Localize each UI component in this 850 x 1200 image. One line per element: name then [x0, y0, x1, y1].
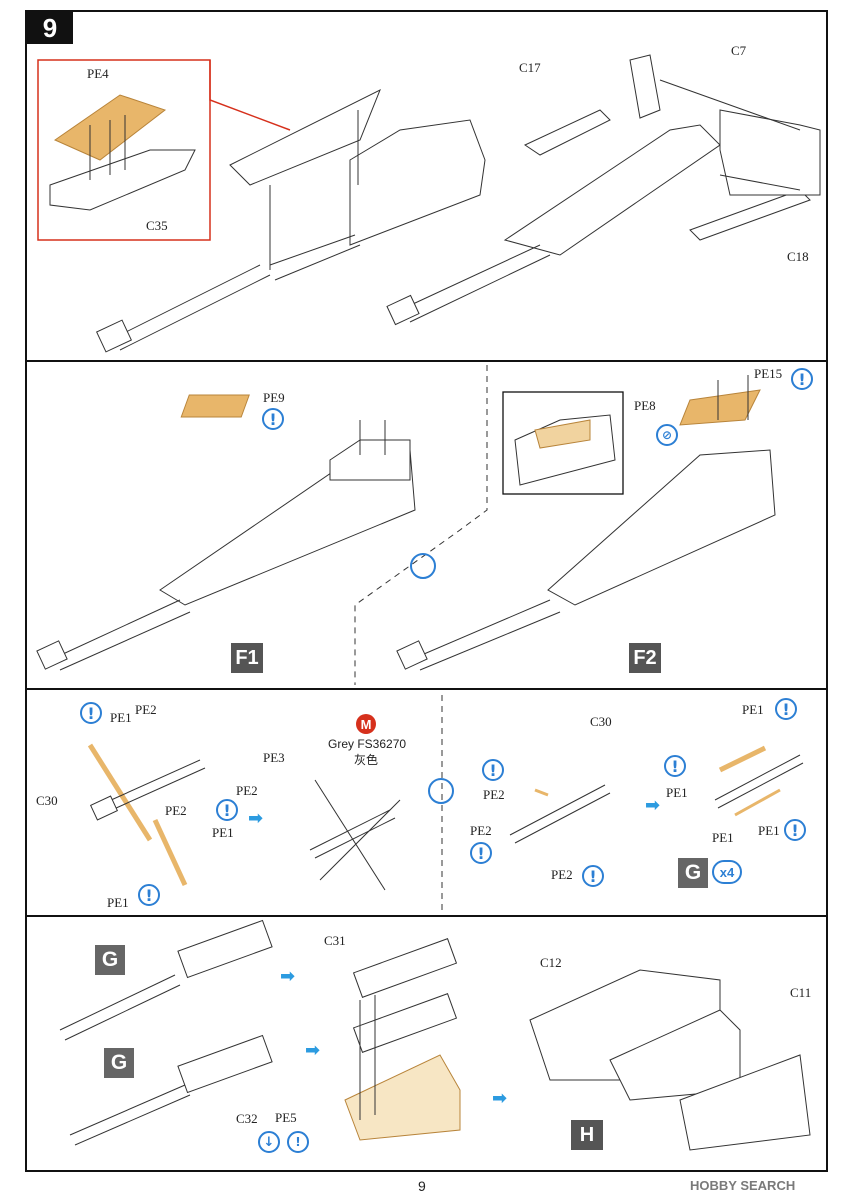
info-icon: ! [775, 698, 797, 720]
subassembly-badge-g: G [678, 858, 708, 888]
pe9-part [180, 394, 250, 418]
detail-box [502, 391, 624, 495]
paint-name: Grey FS36270 [328, 737, 407, 751]
label-pe8: PE8 [634, 398, 656, 413]
down-arrow-icon: ↓ [258, 1131, 280, 1153]
label-pe1: PE1 [110, 710, 132, 725]
label-pe1: PE1 [666, 785, 688, 800]
info-icon: ! [664, 755, 686, 777]
callout-box [37, 59, 211, 241]
label-c32: C32 [236, 1111, 258, 1126]
label-pe3: PE3 [263, 750, 285, 765]
label-pe1: PE1 [107, 895, 129, 910]
panel-divider-3 [25, 915, 828, 917]
label-pe2: PE2 [551, 867, 573, 882]
label-pe4: PE4 [87, 66, 109, 81]
info-icon: ! [216, 799, 238, 821]
label-c11: C11 [790, 985, 812, 1000]
info-icon: ! [470, 842, 492, 864]
bend-icon: ⊘ [656, 424, 678, 446]
info-icon: ! [791, 368, 813, 390]
paint-name-cn: 灰色 [354, 753, 379, 767]
label-c30: C30 [36, 793, 58, 808]
label-pe1: PE1 [742, 702, 764, 717]
next-arrow: ➡ [305, 1040, 321, 1061]
panel-divider-2 [25, 688, 828, 690]
variant-badge-f2: F2 [629, 643, 661, 673]
dashed-separator [354, 365, 488, 685]
variant-badge-f1: F1 [231, 643, 263, 673]
instruction-frame [25, 10, 828, 1172]
label-pe5: PE5 [275, 1110, 297, 1125]
page-number: 9 [418, 1178, 426, 1194]
next-arrow: ➡ [248, 808, 264, 829]
label-pe9: PE9 [263, 390, 285, 405]
fold-icon: ǃ [287, 1131, 309, 1153]
label-c30: C30 [590, 714, 612, 729]
label-pe2: PE2 [470, 823, 492, 838]
panel-divider-1 [25, 360, 828, 362]
pe8-part [679, 389, 761, 426]
info-icon: ! [80, 702, 102, 724]
subassembly-badge-g: G [95, 945, 125, 975]
label-pe1: PE1 [758, 823, 780, 838]
label-c17: C17 [519, 60, 541, 75]
label-pe1: PE1 [712, 830, 734, 845]
subassembly-badge-h: H [571, 1120, 603, 1150]
step-number: 9 [27, 12, 73, 44]
flip-icon [410, 553, 436, 579]
next-arrow: ➡ [280, 966, 296, 987]
label-pe15: PE15 [754, 366, 783, 381]
label-pe2: PE2 [165, 803, 187, 818]
label-c18: C18 [787, 249, 809, 264]
info-icon: ! [582, 865, 604, 887]
label-c12: C12 [540, 955, 562, 970]
quantity-badge: x4 [712, 860, 742, 884]
label-pe2: PE2 [483, 787, 505, 802]
label-pe2: PE2 [236, 783, 258, 798]
info-icon: ! [784, 819, 806, 841]
info-icon: ! [482, 759, 504, 781]
label-pe1: PE1 [212, 825, 234, 840]
next-arrow: ➡ [645, 795, 661, 816]
label-c35: C35 [146, 218, 168, 233]
info-icon: ! [262, 408, 284, 430]
next-arrow: ➡ [492, 1088, 508, 1109]
paint-marker: M [356, 714, 376, 734]
label-c31: C31 [324, 933, 346, 948]
info-icon: ! [138, 884, 160, 906]
flip-icon [428, 778, 454, 804]
label-pe2: PE2 [135, 702, 157, 717]
watermark: HOBBY SEARCH [690, 1178, 796, 1193]
label-c7: C7 [731, 43, 747, 58]
subassembly-badge-g: G [104, 1048, 134, 1078]
